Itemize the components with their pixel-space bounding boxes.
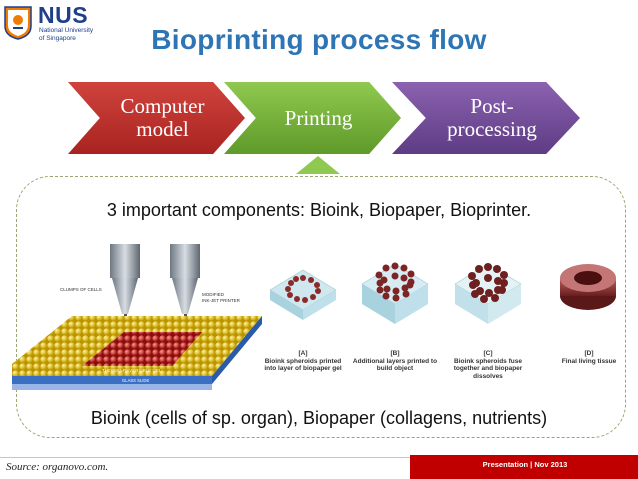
ring-fused-icon — [454, 263, 522, 324]
stage-caption-text: Additional layers printed to build objec… — [352, 357, 438, 373]
printer-label-modified: MODIFIED — [202, 292, 225, 297]
stage-d-caption: [D] Final living tissue — [544, 350, 634, 365]
footer-bar — [0, 451, 638, 479]
flow-step-label: Computer model — [120, 94, 205, 141]
stage-tag: [D] — [584, 350, 594, 357]
source-text: Source: organovo.com. — [6, 461, 109, 473]
nus-logo: NUS National University of Singapore — [4, 2, 104, 48]
presentation-date: Presentation | Nov 2013 — [482, 460, 568, 469]
logo-subtitle-line2: of Singapore — [39, 35, 76, 42]
flow-step-label: Post- processing — [447, 94, 537, 141]
printer-label-gel: THERMO-REVERSIBLE GEL — [102, 368, 162, 373]
logo-subtitle-line1: National University — [39, 27, 94, 34]
logo-wordmark: NUS — [38, 2, 89, 28]
stage-c: [C] Bioink spheroids fuse together and b… — [447, 250, 529, 390]
bioprinter-illustration: CLUMPS OF CELLS MODIFIED INK-JET PRINTER… — [12, 244, 262, 390]
tissue-torus-icon — [560, 264, 616, 310]
stage-d: [D] Final living tissue — [548, 250, 624, 390]
ring-stack-icon — [361, 262, 429, 324]
callout-pointer-icon — [296, 156, 340, 174]
footer-rule — [0, 457, 410, 458]
stage-tag: [C] — [483, 350, 493, 357]
stage-caption-text: Bioink spheroids fuse together and biopa… — [453, 357, 523, 380]
flow-step-post-processing: Post- processing — [392, 82, 580, 154]
printer-label-slide: GLASS SLIDE — [122, 378, 149, 383]
flow-step-computer-model: Computer model — [68, 82, 245, 154]
logo-subtitle: National University of Singapore — [39, 27, 109, 43]
stage-c-caption: [C] Bioink spheroids fuse together and b… — [443, 350, 533, 380]
stage-tag: [B] — [390, 350, 400, 357]
nus-crest-icon — [4, 6, 32, 40]
bioink-biopaper-text: Bioink (cells of sp. organ), Biopaper (c… — [90, 408, 548, 428]
ring-single-layer-icon — [269, 269, 337, 320]
slide-title: Bioprinting process flow — [151, 24, 487, 55]
printer-label-clumps: CLUMPS OF CELLS — [60, 287, 102, 292]
stage-a: [A] Bioink spheroids printed into layer … — [262, 250, 344, 390]
stage-b: [B] Additional layers printed to build o… — [353, 250, 437, 390]
components-text: 3 important components: Bioink, Biopaper… — [106, 200, 532, 220]
footer-red-band — [410, 455, 638, 479]
printer-label-inkjet: INK-JET PRINTER — [202, 298, 241, 303]
stage-a-caption: [A] Bioink spheroids printed into layer … — [258, 350, 348, 373]
stage-tag: [A] — [298, 350, 308, 357]
stage-b-caption: [B] Additional layers printed to build o… — [350, 350, 440, 373]
stage-caption-text: Bioink spheroids printed into layer of b… — [264, 357, 342, 373]
stage-caption-text: Final living tissue — [561, 357, 617, 365]
flow-step-label: Printing — [284, 105, 353, 130]
flow-step-printing: Printing — [224, 82, 401, 154]
